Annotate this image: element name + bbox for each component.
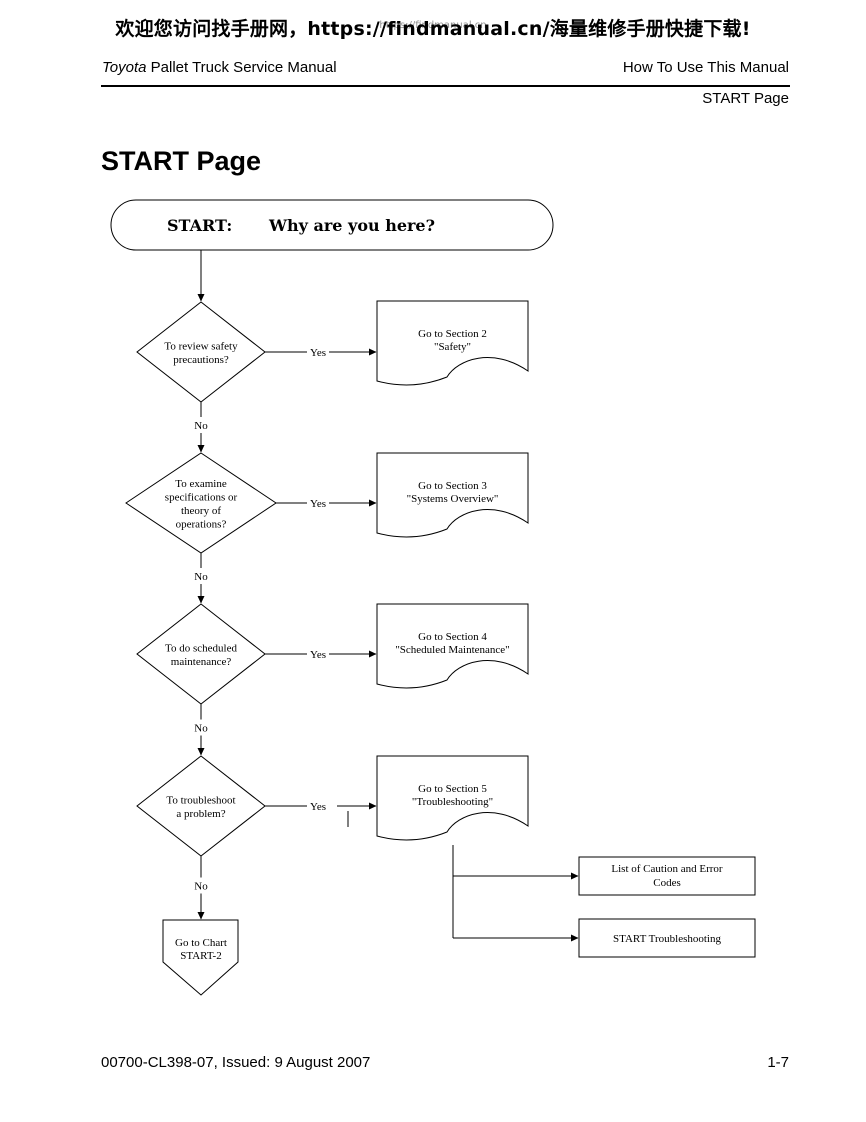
- page-title: START Page: [101, 146, 262, 176]
- decision-text: specifications or: [165, 491, 238, 503]
- running-header-left: Toyota Pallet Truck Service Manual: [102, 59, 337, 76]
- offpage-line-2: START-2: [180, 950, 221, 962]
- decision-text: theory of: [181, 505, 221, 517]
- caution-codes-line-2: Codes: [653, 877, 681, 889]
- document-text: "Systems Overview": [407, 493, 499, 505]
- header-rule: [101, 85, 790, 87]
- decision-text: To do scheduled: [165, 642, 237, 654]
- running-header-page: START Page: [702, 90, 789, 107]
- caution-codes-box: [578, 856, 756, 896]
- document-text: Go to Section 5: [418, 783, 487, 795]
- yes-label: Yes: [310, 649, 326, 661]
- decision-4: To troubleshoot a problem?: [136, 755, 266, 857]
- document-2: Go to Section 3"Systems Overview": [376, 452, 529, 538]
- footer-page-number: 1-7: [767, 1054, 789, 1071]
- decision-text: To examine: [175, 478, 227, 490]
- no-label: No: [194, 571, 208, 583]
- decision-3: To do scheduled maintenance?: [136, 603, 266, 705]
- document-text: "Scheduled Maintenance": [395, 644, 509, 656]
- start-troubleshooting-box: [578, 918, 756, 958]
- start-question: Why are you here?: [268, 216, 435, 235]
- start-label: START:: [167, 216, 232, 235]
- watermark-url: https://findmanual.cn: [379, 20, 487, 31]
- document-1: Go to Section 2"Safety": [376, 300, 529, 386]
- document-shape: [376, 755, 529, 841]
- no-label: No: [194, 881, 208, 893]
- yes-label: Yes: [310, 347, 326, 359]
- offpage-connector: [162, 919, 239, 996]
- document-text: "Troubleshooting": [412, 796, 493, 808]
- no-label: No: [194, 723, 208, 735]
- decision-1: To review safety precautions?: [136, 301, 266, 403]
- brand-name: Toyota: [102, 59, 147, 76]
- document-shape: [376, 603, 529, 689]
- document-text: "Safety": [434, 341, 471, 353]
- document-text: Go to Section 2: [418, 328, 487, 340]
- document-shape: [376, 300, 529, 386]
- decision-text: To troubleshoot: [166, 794, 235, 806]
- decision-text: maintenance?: [171, 656, 232, 668]
- start-terminator: [110, 199, 554, 251]
- document-4: Go to Section 5"Troubleshooting": [376, 755, 529, 841]
- document-3: Go to Section 4"Scheduled Maintenance": [376, 603, 529, 689]
- document-text: Go to Section 4: [418, 631, 487, 643]
- start-troubleshooting-label: START Troubleshooting: [613, 933, 721, 945]
- document-text: Go to Section 3: [418, 480, 487, 492]
- footer-doc-info: 00700-CL398-07, Issued: 9 August 2007: [101, 1054, 371, 1071]
- decision-text: precautions?: [173, 354, 229, 366]
- document-shape: [376, 452, 529, 538]
- no-label: No: [194, 420, 208, 432]
- download-banner: 欢迎您访问找手册网，https://findmanual.cn/海量维修手册快捷…: [115, 18, 751, 40]
- manual-name: Pallet Truck Service Manual: [150, 59, 337, 76]
- decision-text: operations?: [176, 518, 227, 530]
- yes-label: Yes: [310, 801, 326, 813]
- offpage-line-1: Go to Chart: [175, 937, 227, 949]
- caution-codes-line-1: List of Caution and Error: [611, 863, 723, 875]
- running-header-section: How To Use This Manual: [622, 59, 789, 76]
- decision-text: To review safety: [164, 340, 238, 352]
- decision-text: a problem?: [176, 808, 225, 820]
- yes-label: Yes: [310, 498, 326, 510]
